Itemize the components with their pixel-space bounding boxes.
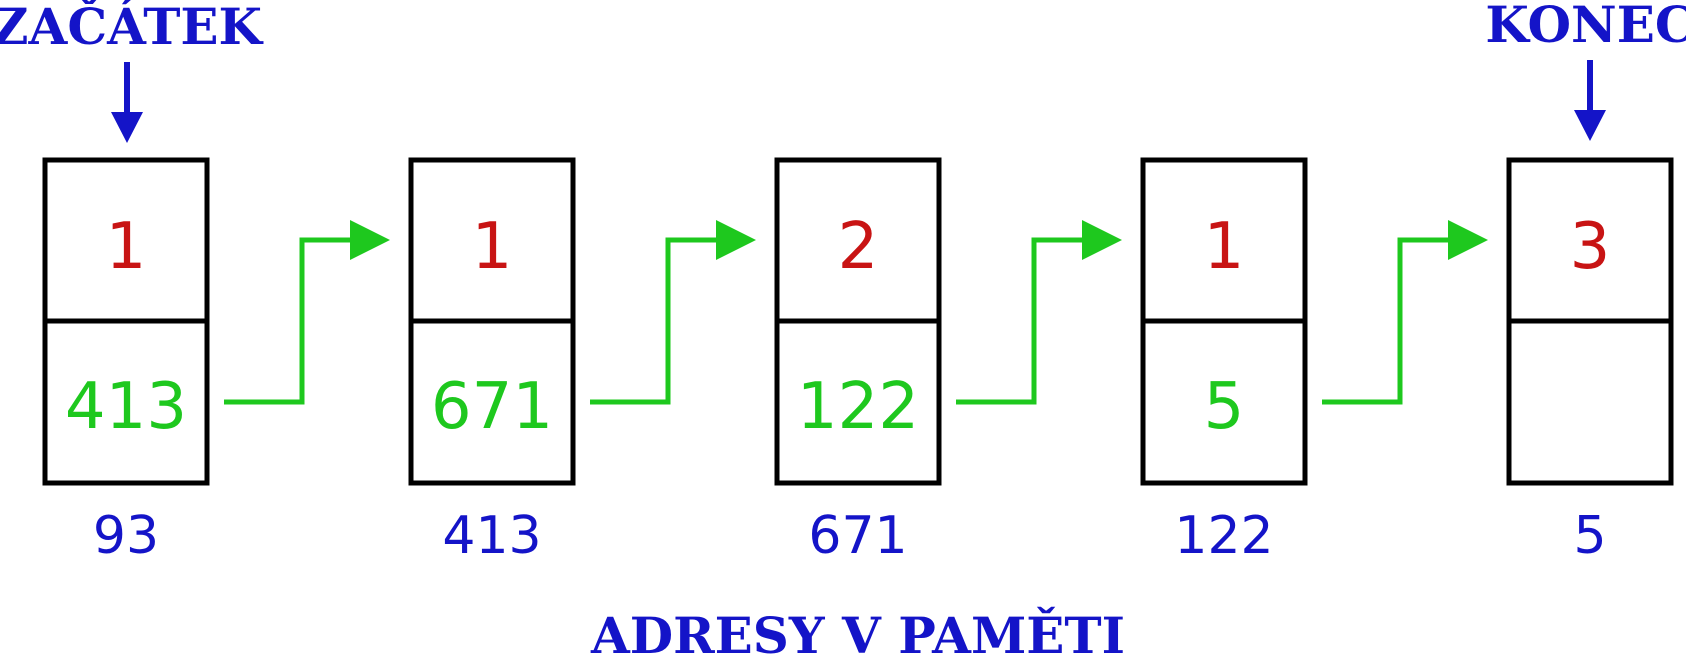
node-address: 5 [1573,506,1606,566]
pointer-arrow-3-to-4 [956,220,1122,405]
node-address: 671 [808,506,907,566]
node-value: 1 [106,210,147,284]
node-next-pointer: 122 [797,370,919,444]
start-label: ZAČÁTEK [0,0,264,56]
node-value: 1 [472,210,513,284]
end-arrow [1574,60,1606,141]
node-value: 3 [1570,210,1611,284]
caption-memory-addresses: ADRESY V PAMĚTI [590,606,1125,655]
pointer-arrow-1-to-2 [224,220,390,405]
node-value: 1 [1204,210,1245,284]
list-node-5: 3 5 [1506,157,1674,566]
node-address: 413 [442,506,541,566]
node-next-pointer: 671 [431,370,553,444]
pointer-arrow-2-to-3 [590,220,756,405]
end-label: KONEC [1485,0,1686,54]
list-node-1: 1 413 93 [42,157,210,566]
node-next-pointer: 5 [1204,370,1245,444]
node-address: 122 [1174,506,1273,566]
node-value: 2 [838,210,879,284]
list-node-4: 1 5 122 [1140,157,1308,566]
list-node-3: 2 122 671 [774,157,942,566]
list-node-2: 1 671 413 [408,157,576,566]
start-arrow [111,62,143,143]
node-next-pointer: 413 [65,370,187,444]
node-address: 93 [93,506,159,566]
pointer-arrow-4-to-5 [1322,220,1488,405]
